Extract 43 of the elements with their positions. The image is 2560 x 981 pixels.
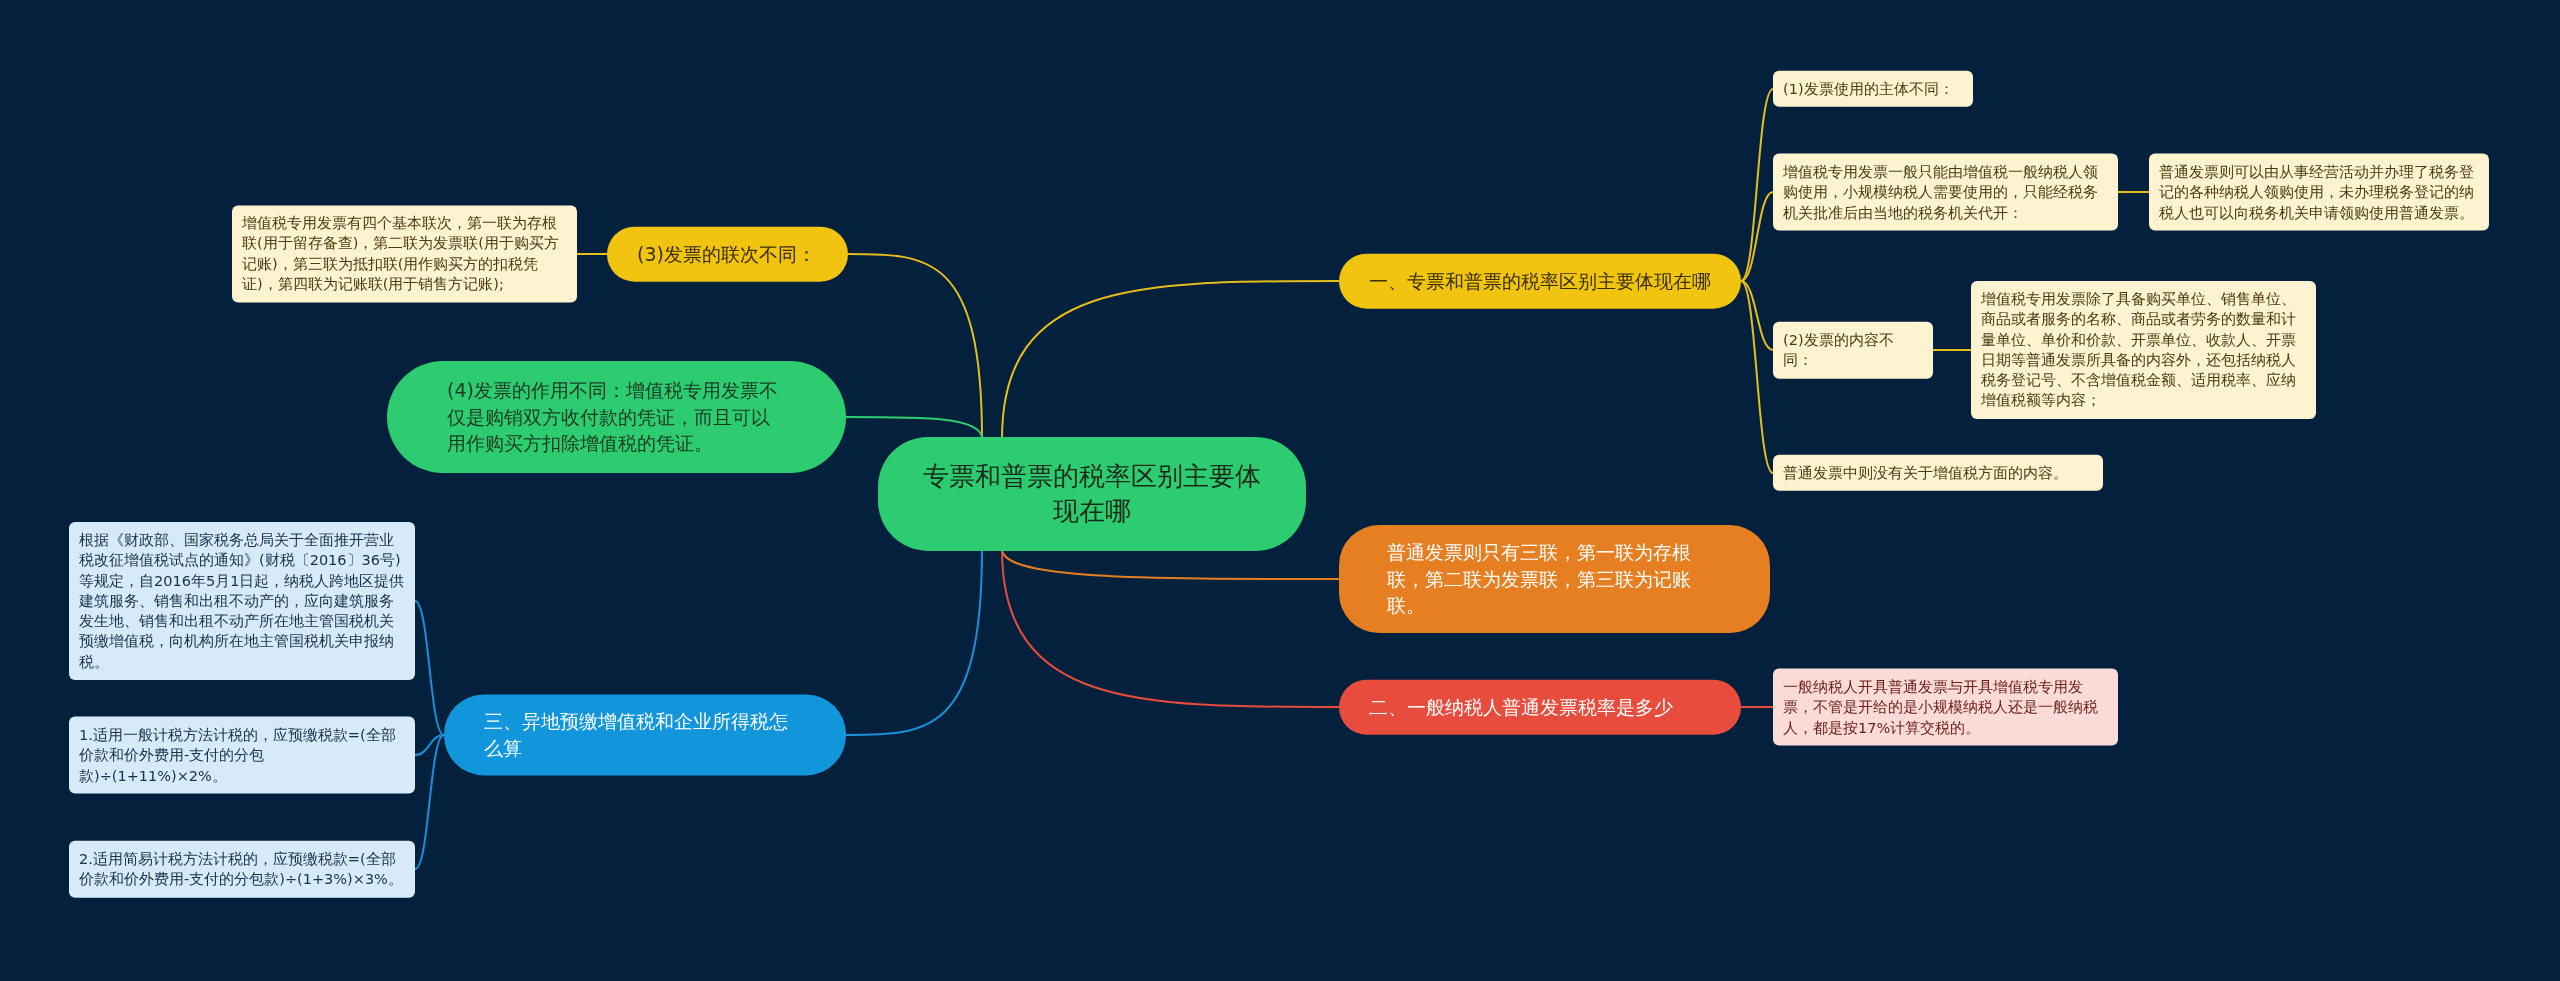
node-text: 二、一般纳税人普通发票税率是多少 bbox=[1369, 694, 1674, 720]
node-text: 2.适用简易计税方法计税的，应预缴税款=(全部价款和价外费用-支付的分包款)÷(1+3%)×3%。 bbox=[79, 849, 404, 889]
connector-line bbox=[2117, 191, 2150, 193]
note-box bbox=[1773, 70, 1973, 108]
note-box bbox=[1773, 668, 2118, 746]
node-text: (3)发票的联次不同： bbox=[637, 241, 817, 267]
note-box bbox=[1773, 153, 2118, 231]
connector-line bbox=[414, 734, 445, 870]
branch-topic bbox=[1339, 525, 1770, 633]
node-text: 普通发票则可以由从事经营活动并办理了税务登记的各种纳税人领购使用，未办理税务登记的纳税人也可以向税务机关申请领购使用普通发票。 bbox=[2159, 162, 2475, 223]
node-text: 1.适用一般计税方法计税的，应预缴税款=(全部价款和价外费用-支付的分包款)÷(1+11%)×2%。 bbox=[79, 725, 397, 786]
note-box bbox=[1773, 321, 1933, 379]
note-box bbox=[2149, 153, 2489, 231]
node-text: (2)发票的内容不同： bbox=[1783, 330, 1895, 370]
connector-line bbox=[414, 734, 445, 756]
note-box bbox=[69, 716, 415, 794]
connector-line bbox=[1740, 191, 1774, 282]
connector-line bbox=[1740, 280, 1774, 474]
node-text: 一般纳税人开具普通发票与开具增值税专用发票，不管是开给的是小规模纳税人还是一般纳税人，都是按17%计算交税的。 bbox=[1783, 677, 2099, 738]
node-text: 增值税专用发票除了具备购买单位、销售单位、商品或者服务的名称、商品或者劳务的数量和计量单位、单价和价款、开票单位、收款人、开票日期等普通发票所具备的内容外，还包括纳税人税务登记号、不含增值税金额、适用税率、应纳增值税额等内容； bbox=[1981, 290, 2297, 411]
note-box bbox=[232, 205, 577, 303]
node-text: 增值税专用发票有四个基本联次，第一联为存根联(用于留存备查)，第二联为发票联(用于购买方记账)，第三联为抵扣联(用作购买方的扣税凭证)，第四联为记账联(用于销售方记账); bbox=[242, 214, 560, 295]
connector-line bbox=[1932, 349, 1972, 351]
branch-topic bbox=[1339, 679, 1741, 735]
node-text: 普通发票则只有三联，第一联为存根联，第二联为发票联，第三联为记账联。 bbox=[1387, 540, 1692, 619]
connector-line bbox=[1740, 88, 1774, 282]
node-text: 三、异地预缴增值税和企业所得税怎么算 bbox=[484, 709, 789, 761]
branch-topic bbox=[607, 226, 848, 282]
node-text: 普通发票中则没有关于增值税方面的内容。 bbox=[1783, 463, 2069, 483]
connector-line bbox=[1740, 706, 1774, 708]
node-text: (4)发票的作用不同：增值税专用发票不仅是购销双方收付款的凭证，而且可以用作购买方扣除增值税的凭证。 bbox=[447, 378, 779, 457]
note-box bbox=[69, 840, 415, 898]
node-text: 增值税专用发票一般只能由增值税一般纳税人领购使用，小规模纳税人需要使用的，只能经税务机关批准后由当地的税务机关代开： bbox=[1783, 162, 2099, 223]
node-text: (1)发票使用的主体不同： bbox=[1783, 79, 1955, 99]
node-text: 一、专票和普票的税率区别主要体现在哪 bbox=[1369, 268, 1711, 294]
connector-line bbox=[414, 600, 445, 736]
connector-line bbox=[576, 253, 608, 255]
note-box bbox=[1773, 454, 2103, 492]
branch-topic bbox=[1339, 253, 1741, 309]
note-box bbox=[1971, 281, 2316, 419]
node-text: 根据《财政部、国家税务总局关于全面推开营业税改征增值税试点的通知》(财税〔2016〕36号)等规定，自2016年5月1日起，纳税人跨地区提供建筑服务、销售和出租不动产的，应向建筑服务发生地、销售和出租不动产所在地主管国税机关预缴增值税，向机构所在地主管国税机关申报纳税。 bbox=[79, 530, 405, 672]
note-box bbox=[69, 521, 415, 681]
node-text: 专票和普票的税率区别主要体现在哪 bbox=[922, 459, 1262, 528]
